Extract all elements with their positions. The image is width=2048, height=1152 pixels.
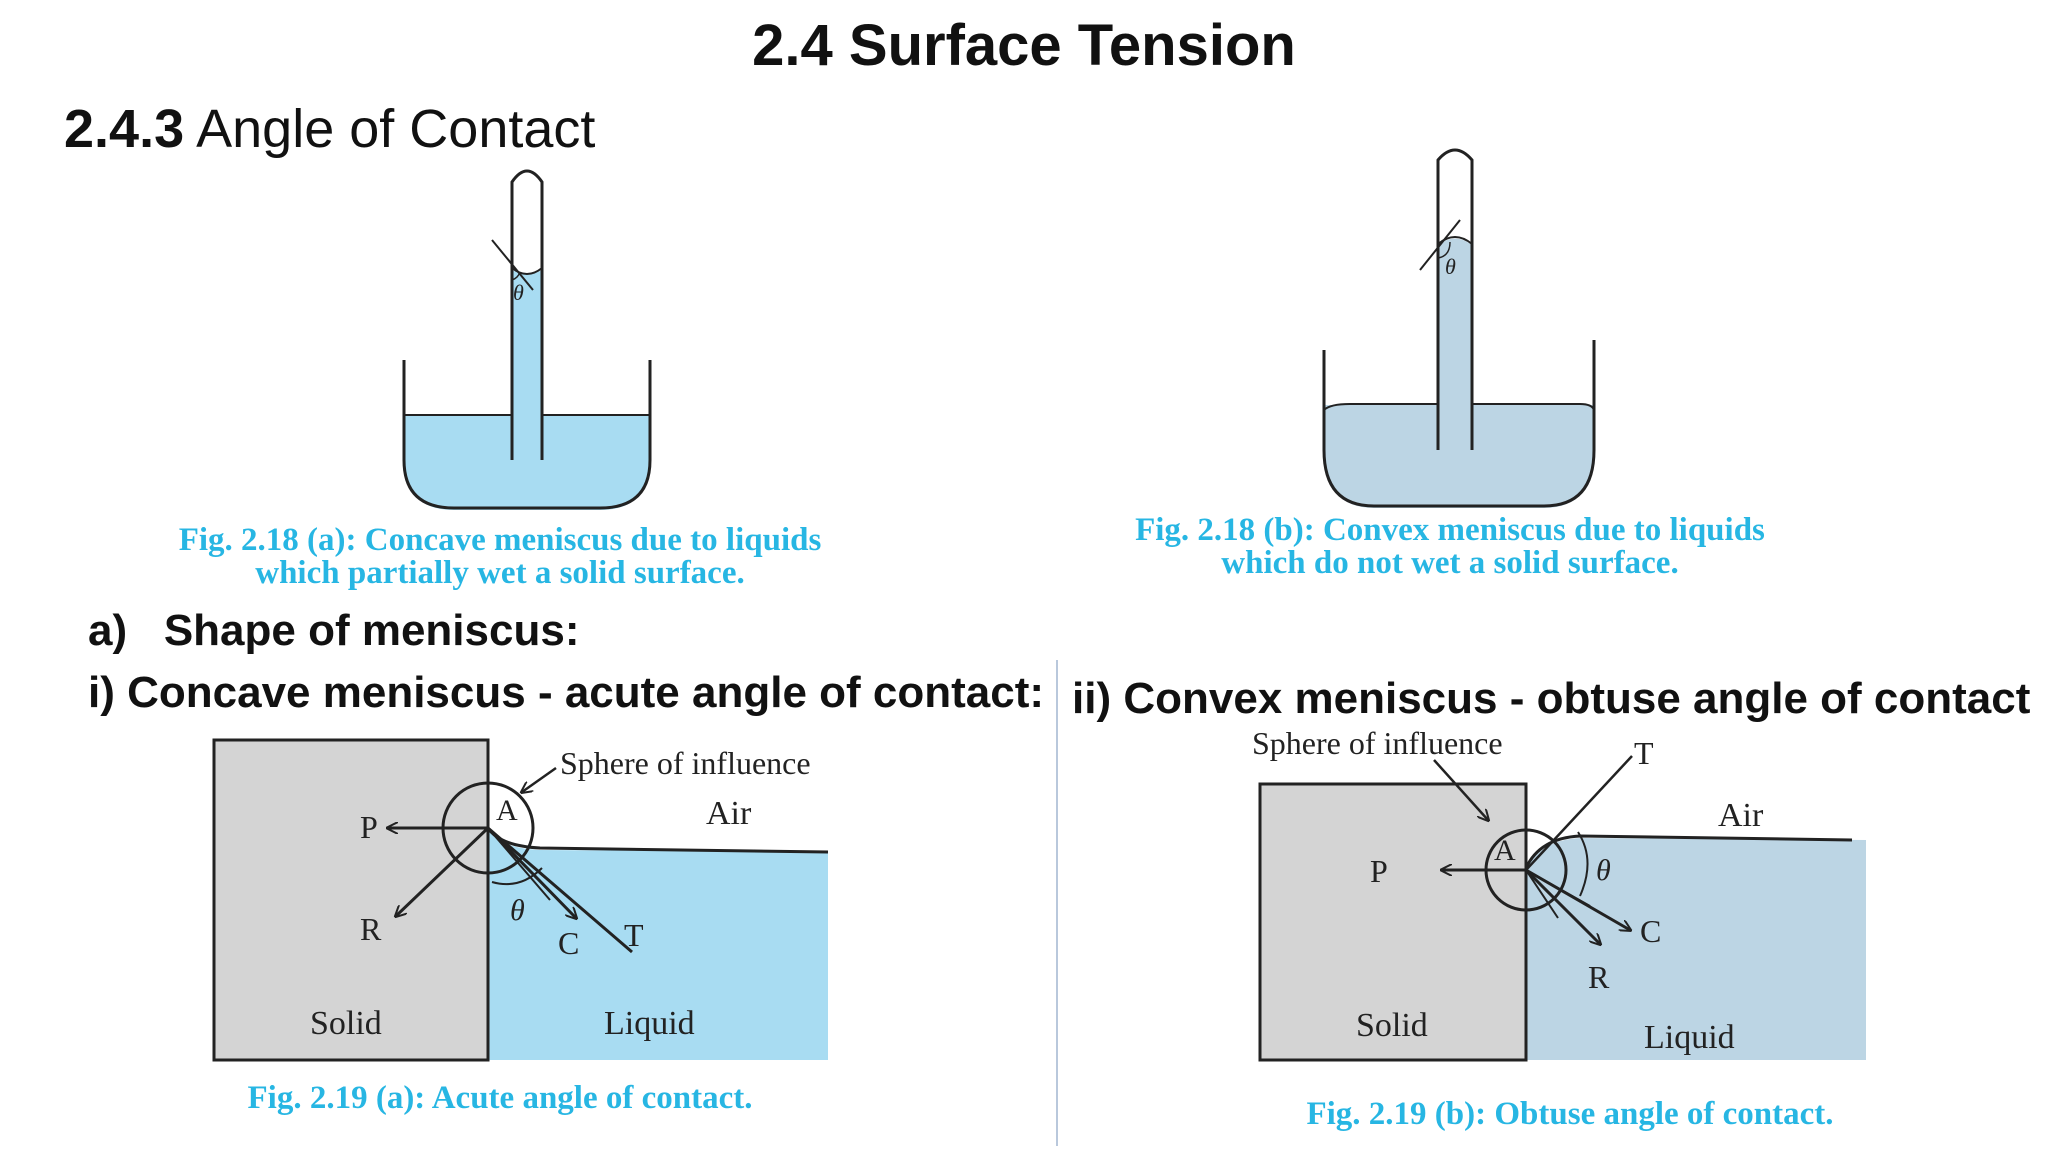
theta-label: θ xyxy=(510,894,525,927)
angle-arc xyxy=(1577,831,1589,897)
capillary-tube xyxy=(510,169,544,460)
angle-arc xyxy=(491,867,543,886)
arrow-t xyxy=(1525,755,1633,871)
fig-219b-caption: Fig. 2.19 (b): Obtuse angle of contact. xyxy=(1306,1096,1834,1132)
arrow-r xyxy=(396,826,490,916)
tangent-line xyxy=(1419,219,1461,271)
tube-liquid xyxy=(1438,238,1472,440)
solid-label: Solid xyxy=(310,1005,382,1042)
subsection-text: Shape of meniscus: xyxy=(163,606,580,655)
fig-218b-diagram: θ xyxy=(1322,148,1596,508)
convex-heading: ii) Convex meniscus - obtuse angle of co… xyxy=(1072,674,2031,723)
arrow-r xyxy=(1524,868,1600,944)
section-heading: 2.4.3 Angle of Contact xyxy=(64,98,595,160)
t-label: T xyxy=(624,917,644,953)
fig-219a-diagram: Sphere of influence Air A P R θ C T Soli… xyxy=(212,738,829,1062)
section-heading-text: Angle of Contact xyxy=(184,99,596,159)
air-label: Air xyxy=(706,795,752,832)
r-label: R xyxy=(360,911,382,947)
p-label: P xyxy=(1370,853,1388,889)
sphere-label: Sphere of influence xyxy=(560,745,811,781)
section-number: 2.4.3 xyxy=(64,99,185,159)
air-label: Air xyxy=(1718,797,1764,834)
fig-218a-caption-line1: Fig. 2.18 (a): Concave meniscus due to l… xyxy=(178,522,822,558)
arrow-c xyxy=(486,826,576,918)
fig-219b-diagram: Sphere of influence Air A P T θ C R Soli… xyxy=(1252,725,1866,1062)
sphere-label: Sphere of influence xyxy=(1252,725,1503,761)
fig-218b-caption-line2: which do not wet a solid surface. xyxy=(1221,545,1679,581)
c-label: C xyxy=(558,925,579,961)
liquid-region xyxy=(488,830,828,1060)
concave-heading: i) Concave meniscus - acute angle of con… xyxy=(88,668,1045,717)
fig-218a-diagram: θ xyxy=(402,169,652,510)
fig-218a-caption: Fig. 2.18 (a): Concave meniscus due to l… xyxy=(130,524,870,590)
p-label: P xyxy=(360,809,378,845)
solid-label: Solid xyxy=(1356,1007,1428,1044)
column-divider xyxy=(1056,660,1058,1146)
liquid-label: Liquid xyxy=(604,1005,695,1042)
theta-label: θ xyxy=(513,280,524,305)
fig-218b-caption-line1: Fig. 2.18 (b): Convex meniscus due to li… xyxy=(1135,512,1765,548)
tangent-line xyxy=(491,239,534,291)
liquid-region xyxy=(1526,838,1866,1060)
r-label: R xyxy=(1588,959,1610,995)
page-title: 2.4 Surface Tension xyxy=(752,13,1296,78)
liquid-label: Liquid xyxy=(1644,1019,1735,1056)
point-a-label: A xyxy=(496,794,518,827)
solid-block xyxy=(1258,782,1528,1062)
fig-218a-caption-line2: which partially wet a solid surface. xyxy=(255,555,745,591)
capillary-tube xyxy=(1436,148,1474,450)
tube-liquid xyxy=(512,270,542,460)
beaker xyxy=(1322,340,1596,508)
solid-block xyxy=(212,738,490,1062)
theta-label: θ xyxy=(1596,854,1611,887)
subsection-heading: a) Shape of meniscus: xyxy=(88,606,579,656)
subsection-label: a) xyxy=(88,606,128,655)
theta-label: θ xyxy=(1445,254,1456,279)
point-a-label: A xyxy=(1494,834,1516,867)
t-label: T xyxy=(1634,735,1654,771)
arrow-t xyxy=(487,826,633,954)
beaker xyxy=(402,360,652,510)
fig-218b-caption: Fig. 2.18 (b): Convex meniscus due to li… xyxy=(1070,514,1830,580)
fig-219a-caption: Fig. 2.19 (a): Acute angle of contact. xyxy=(247,1080,753,1116)
c-label: C xyxy=(1640,913,1661,949)
